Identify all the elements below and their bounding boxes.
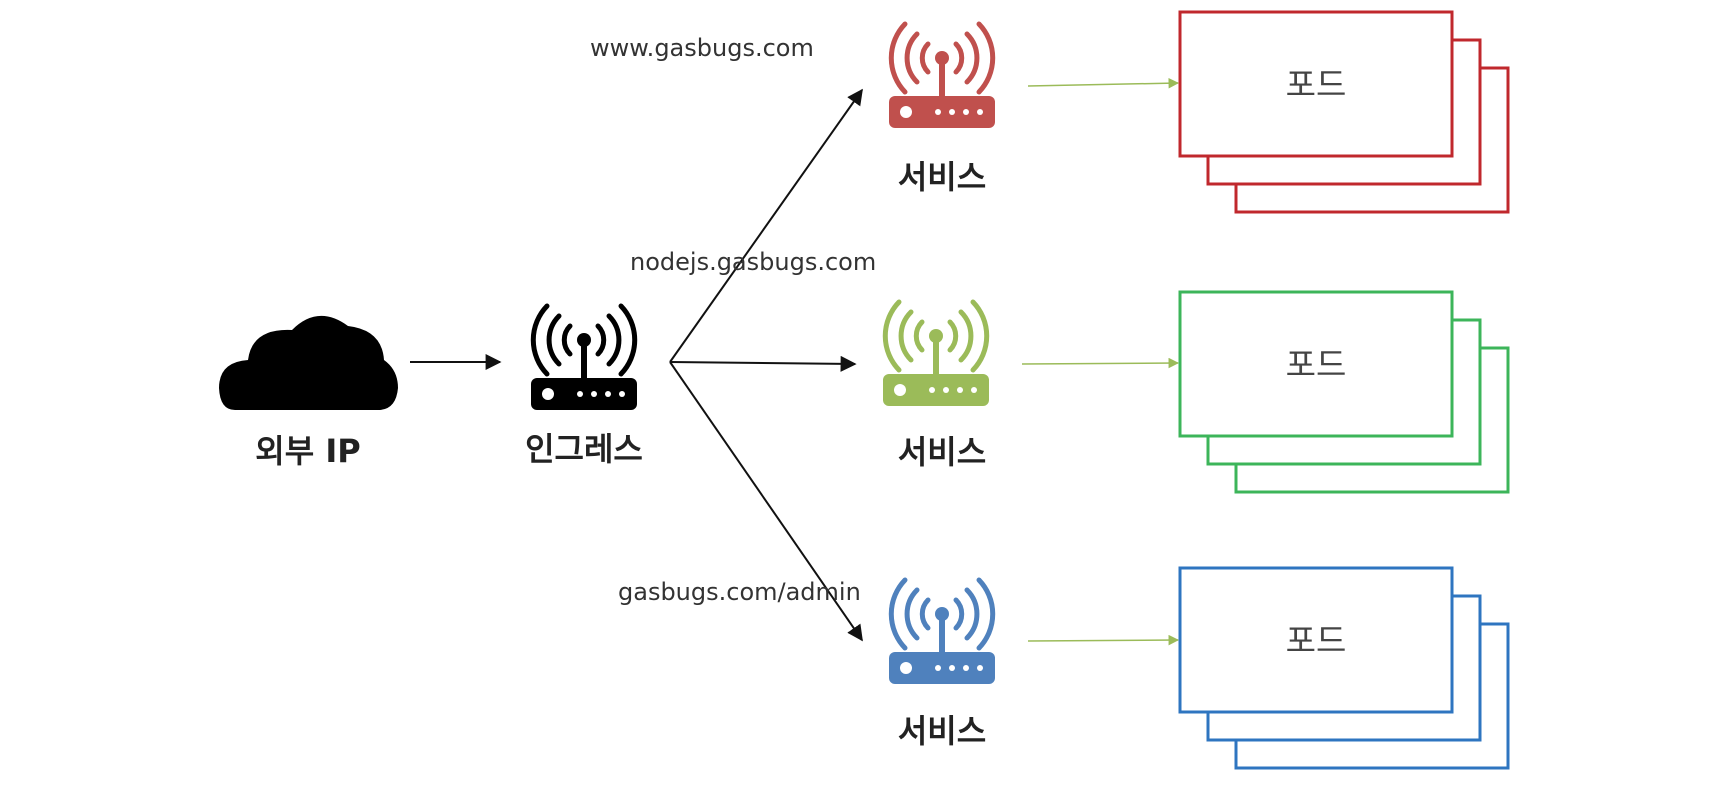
route-arrow-www (669, 88, 863, 363)
pod-stack (1178, 10, 1510, 214)
router-icon (531, 306, 637, 410)
cloud-icon (219, 315, 398, 410)
route-host-label: gasbugs.com/admin (618, 578, 861, 606)
router-icon (889, 580, 995, 684)
pod-label: 포드 (1286, 345, 1347, 384)
router-icon (883, 302, 989, 406)
service-node: 서비스 (889, 24, 995, 196)
service-node: 서비스 (883, 302, 989, 471)
pod-stack (1178, 290, 1510, 494)
route-arrow-nodejs (669, 355, 857, 372)
service-to-pod-arrow (1027, 77, 1180, 89)
service-node: 서비스 (889, 580, 995, 750)
service-label: 서비스 (898, 433, 986, 471)
route-host-label: www.gasbugs.com (590, 34, 814, 62)
ingress-label: 인그레스 (525, 430, 643, 468)
service-label: 서비스 (898, 712, 986, 750)
external-ip-label: 외부 IP (255, 432, 360, 470)
service-to-pod-arrow (1027, 634, 1180, 646)
router-icon (889, 24, 995, 128)
ingress-node: 인그레스 (525, 306, 643, 468)
pod-label: 포드 (1286, 621, 1347, 660)
pod-stack (1178, 566, 1510, 770)
pod-label: 포드 (1286, 65, 1347, 104)
external-node: 외부 IP (219, 315, 398, 470)
service-to-pod-arrow (1021, 357, 1180, 369)
service-label: 서비스 (898, 158, 986, 196)
route-host-label: nodejs.gasbugs.com (630, 248, 876, 276)
route-arrow-admin (669, 361, 863, 642)
